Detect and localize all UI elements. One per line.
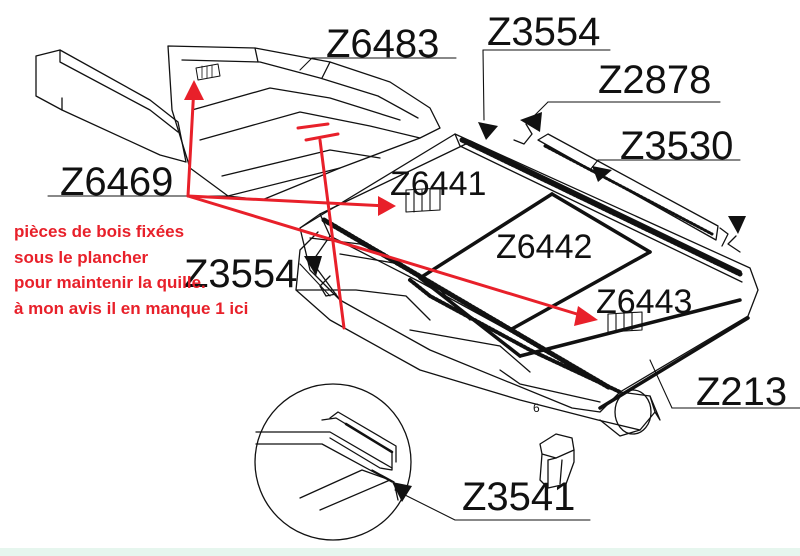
annotation-line: sous le plancher bbox=[14, 247, 149, 267]
label-z3554-top: Z3554 bbox=[487, 10, 601, 54]
wood-blocks bbox=[405, 187, 643, 333]
label-z6441: Z6441 bbox=[390, 165, 487, 203]
bottom-edge-band bbox=[0, 548, 800, 556]
annotation-line: pièces de bois fixées bbox=[14, 222, 185, 241]
leader-lines bbox=[47, 49, 800, 521]
side-panel bbox=[35, 49, 187, 163]
red-arrow-heads bbox=[184, 80, 598, 326]
annotation-note: pièces de bois fixées sous le plancher p… bbox=[14, 219, 354, 321]
label-z6442: Z6442 bbox=[496, 228, 593, 266]
upper-deck bbox=[167, 45, 441, 201]
annotation-line: pour maintenir la quille. bbox=[14, 273, 206, 292]
red-annotation-arrows bbox=[186, 84, 592, 330]
label-z6483: Z6483 bbox=[326, 22, 440, 66]
detail-circle bbox=[254, 383, 412, 541]
svg-text:6: 6 bbox=[533, 401, 540, 415]
label-z6469: Z6469 bbox=[60, 160, 174, 204]
label-z3554-left: Z3554 bbox=[184, 252, 298, 296]
side-rail bbox=[537, 133, 729, 247]
annotation-line: à mon avis il en manque 1 ici bbox=[14, 298, 249, 318]
label-z3530: Z3530 bbox=[620, 124, 734, 168]
label-z6443: Z6443 bbox=[596, 283, 693, 321]
fastener-part bbox=[539, 433, 575, 489]
label-z3541: Z3541 bbox=[462, 475, 576, 519]
small-clips bbox=[319, 123, 741, 297]
label-z213: Z213 bbox=[696, 370, 788, 414]
label-z2878: Z2878 bbox=[598, 58, 712, 102]
frame-bars bbox=[418, 140, 750, 410]
